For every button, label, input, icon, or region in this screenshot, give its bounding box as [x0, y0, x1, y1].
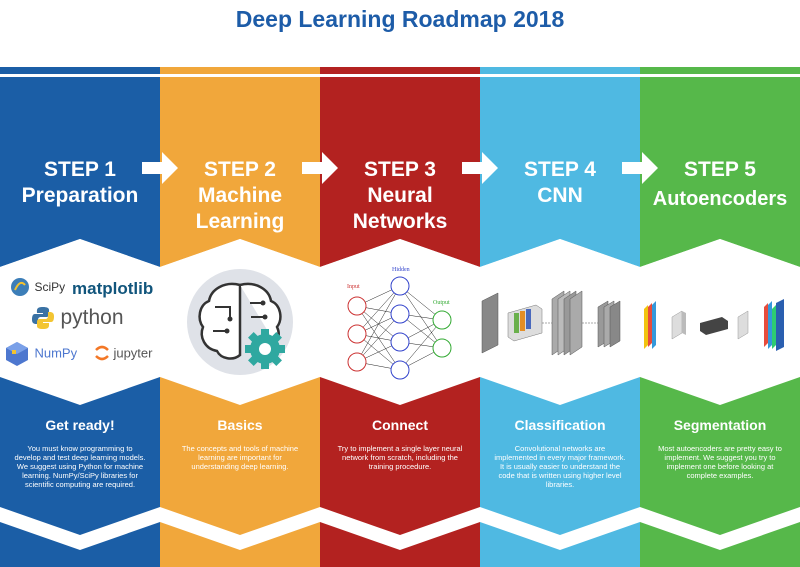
step-name-line-2: Networks [352, 210, 448, 233]
step-1-shape [0, 77, 160, 567]
step-heading: Get ready! [45, 417, 115, 433]
step-number: STEP 5 [684, 158, 756, 181]
step-heading: Basics [217, 417, 263, 433]
step-heading: Connect [372, 417, 428, 433]
brain-gear-icon [187, 269, 293, 375]
step-name: CNN [537, 184, 583, 207]
scipy-logo: SciPy [10, 277, 65, 297]
top-band [160, 67, 320, 74]
top-band [0, 67, 160, 74]
autoencoder-diagram [644, 299, 784, 351]
step-heading: Segmentation [673, 417, 767, 433]
nn-output-label: Output [433, 300, 450, 306]
top-band [640, 67, 800, 74]
step-name-line-1: Neural [367, 184, 433, 207]
numpy-logo: NumPy [4, 340, 77, 366]
step-name-line-1: Machine [197, 184, 283, 207]
step-number: STEP 2 [204, 158, 276, 181]
step-number: STEP 3 [364, 158, 436, 181]
step-3-column: STEP 3 Neural Networks Connect Try to im… [320, 67, 480, 567]
arrow-right-icon [142, 152, 178, 184]
python-logo: python [30, 305, 124, 331]
step-name-line-2: Learning [195, 210, 285, 233]
step-2-column: STEP 2 Machine Learning Basics The conce… [160, 67, 320, 567]
step-heading: Classification [514, 417, 606, 433]
step-description: You must know programming to develop and… [14, 444, 146, 489]
step-description: Most autoencoders are pretty easy to imp… [658, 444, 782, 480]
arrow-right-icon [302, 152, 338, 184]
page-title: Deep Learning Roadmap 2018 [235, 6, 565, 32]
cnn-architecture-diagram [481, 290, 621, 356]
python-icon [32, 307, 54, 329]
step-5-column: STEP 5 Autoencoders Segmentation Most au… [640, 67, 800, 567]
jupyter-icon [95, 345, 109, 361]
matplotlib-logo: matplotlib [72, 279, 154, 298]
step-name: Preparation [21, 184, 139, 207]
step-description: The concepts and tools of machine learni… [181, 444, 299, 471]
top-band [320, 67, 480, 74]
arrow-right-icon [622, 152, 658, 184]
step-number: STEP 4 [524, 158, 596, 181]
step-description: Convolutional networks are implemented i… [494, 444, 626, 489]
nn-input-label: Input [347, 284, 360, 290]
nn-hidden-label: Hidden [392, 267, 410, 273]
scipy-icon [11, 278, 29, 296]
step-1-column: STEP 1 Preparation Get ready! You must k… [0, 67, 160, 567]
arrow-right-icon [462, 152, 498, 184]
step-2-shape [160, 77, 320, 567]
step-name: Autoencoders [652, 188, 788, 210]
numpy-icon [6, 342, 28, 366]
neural-network-diagram: Input Hidden Output [347, 267, 452, 380]
step-description: Try to implement a single layer neural n… [337, 444, 463, 471]
step-number: STEP 1 [44, 158, 116, 181]
jupyter-logo: jupyter [95, 344, 152, 362]
top-band [480, 67, 640, 74]
step-4-column: STEP 4 CNN Classification Convolutional … [480, 67, 640, 567]
